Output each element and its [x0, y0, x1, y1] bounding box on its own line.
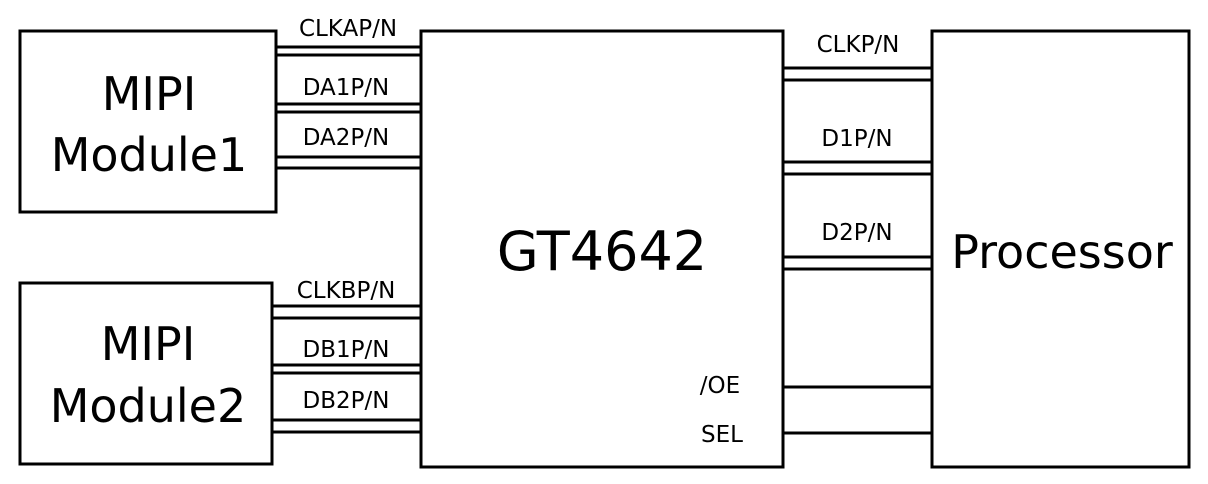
d1-signal-label: D1P/N [821, 126, 892, 152]
sel-pin-label: SEL [701, 422, 743, 448]
clka-signal-label: CLKAP/N [299, 16, 397, 42]
da2-signal-label: DA2P/N [303, 125, 390, 151]
clk-signal-label: CLKP/N [817, 32, 900, 58]
oe-pin-label: /OE [700, 373, 740, 399]
processor-label: Processor [951, 225, 1173, 279]
mipi-module1-block [18, 29, 278, 214]
d2-signal-label: D2P/N [821, 220, 892, 246]
processor-block [930, 29, 1191, 469]
gt4642-label: GT4642 [497, 220, 707, 283]
module1-label-line2: Module1 [51, 128, 248, 182]
da1-signal-label: DA1P/N [303, 75, 390, 101]
clkb-signal-label: CLKBP/N [297, 278, 396, 304]
module1-label-line1: MIPI [102, 67, 197, 121]
mipi-module2-block [18, 281, 274, 466]
module2-label-line2: Module2 [50, 379, 247, 433]
module2-label-line1: MIPI [101, 317, 196, 371]
db1-signal-label: DB1P/N [303, 337, 390, 363]
gt4642-chip-block [419, 29, 785, 469]
db2-signal-label: DB2P/N [303, 388, 390, 414]
